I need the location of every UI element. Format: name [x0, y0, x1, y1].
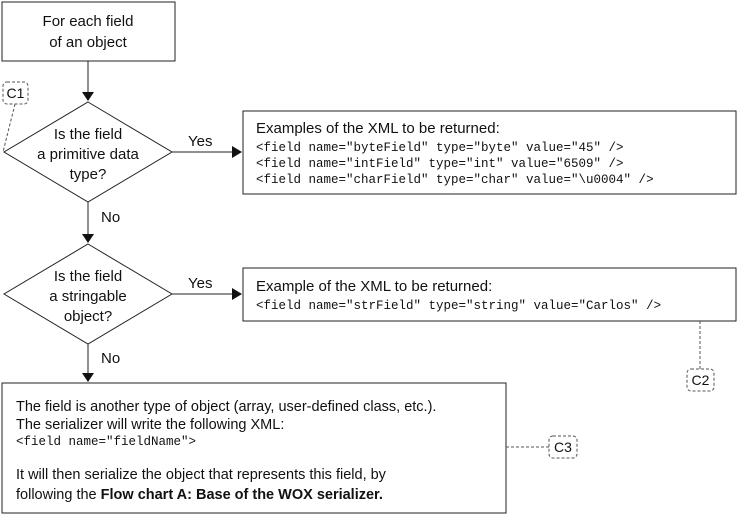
start-box	[1, 1, 176, 62]
arrowhead-yes1	[232, 146, 242, 158]
edge-label-yes1: Yes	[188, 133, 212, 150]
arrowhead-start-decision1	[82, 92, 94, 101]
arrowhead-yes2	[232, 288, 242, 300]
callout-c1-box	[2, 81, 29, 105]
decision2-line-2: a stringable	[49, 288, 127, 305]
primitive-code-1: <field name="byteField" type="byte" valu…	[256, 141, 624, 155]
object-box	[1, 382, 507, 514]
object-code: <field name="fieldName">	[16, 435, 196, 449]
string-title: Example of the XML to be returned:	[256, 278, 492, 295]
primitive-examples-box	[242, 110, 737, 195]
start-line-2: of an object	[49, 34, 127, 51]
object-line-4-prefix: following the	[16, 487, 101, 503]
edge-label-no2: No	[101, 350, 120, 367]
decision1-line-3: type?	[70, 166, 107, 183]
callout-c2-label: C2	[692, 372, 710, 388]
decision2-line-1: Is the field	[54, 268, 122, 285]
decision1-line-2: a primitive data	[37, 146, 139, 163]
callout-c3-label: C3	[554, 439, 572, 455]
start-line-1: For each field	[43, 13, 134, 30]
edge-label-no1: No	[101, 209, 120, 226]
primitive-title: Examples of the XML to be returned:	[256, 120, 500, 137]
object-line-2: The serializer will write the following …	[16, 417, 284, 433]
object-line-3: It will then serialize the object that r…	[16, 467, 387, 483]
object-line-4: following the Flow chart A: Base of the …	[16, 487, 383, 503]
callout-c2-box	[686, 368, 715, 392]
decision2-line-3: object?	[64, 308, 112, 325]
edge-label-yes2: Yes	[188, 275, 212, 292]
string-code-1: <field name="strField" type="string" val…	[256, 299, 661, 313]
arrowhead-no1	[82, 234, 94, 243]
primitive-code-2: <field name="intField" type="int" value=…	[256, 157, 624, 171]
primitive-code-3: <field name="charField" type="char" valu…	[256, 173, 654, 187]
object-line-1: The field is another type of object (arr…	[16, 399, 436, 415]
callout-c3-box	[548, 435, 578, 459]
callout-c1-leader	[2, 103, 16, 153]
string-example-box	[242, 267, 737, 322]
callout-c1-label: C1	[7, 85, 25, 101]
arrowhead-no2	[82, 373, 94, 382]
decision1-line-1: Is the field	[54, 126, 122, 143]
object-line-4-bold: Flow chart A: Base of the WOX serializer…	[101, 487, 383, 503]
